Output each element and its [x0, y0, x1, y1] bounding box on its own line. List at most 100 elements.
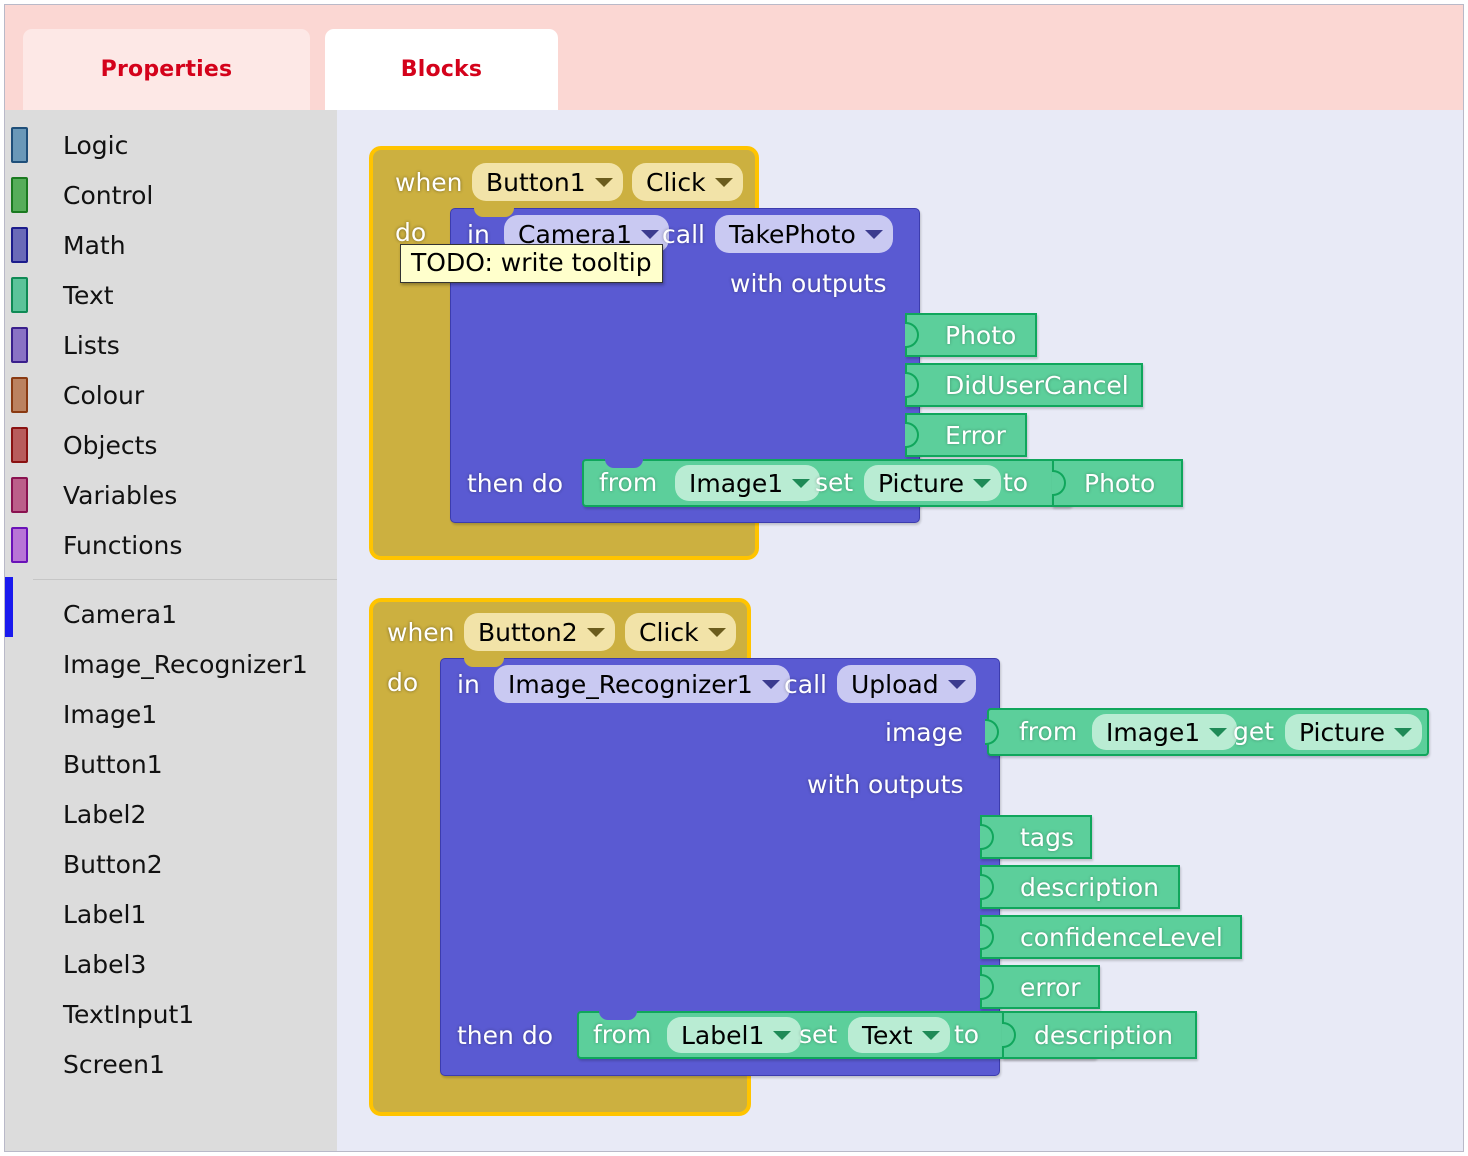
- output-plug-error[interactable]: Error: [905, 413, 1027, 457]
- setter-property-dropdown[interactable]: Picture: [864, 465, 1001, 501]
- palette-component-label: Label2: [63, 799, 147, 829]
- event-component-dropdown-2[interactable]: Button2: [464, 613, 615, 651]
- chevron-down-icon: [1393, 727, 1412, 737]
- do-label-2: do: [387, 668, 419, 697]
- setter-source-dropdown-2[interactable]: Label1: [667, 1017, 802, 1053]
- setter-from-label-2: from: [593, 1020, 652, 1049]
- event-name-dropdown[interactable]: Click: [632, 163, 743, 201]
- tab-blocks[interactable]: Blocks: [325, 29, 558, 110]
- chevron-down-icon: [921, 1030, 940, 1040]
- palette-category-label: Colour: [63, 380, 145, 410]
- call-block-imagerecognizer1-upload[interactable]: [440, 658, 1000, 1076]
- palette-component-textinput1[interactable]: TextInput1: [5, 989, 337, 1039]
- palette-category-text[interactable]: Text: [5, 270, 337, 320]
- output-plug-confidencelevel[interactable]: confidenceLevel: [980, 915, 1242, 959]
- palette-component-label3[interactable]: Label3: [5, 939, 337, 989]
- blocks-workspace-canvas[interactable]: when Button1 Click do in Camera1 call Ta…: [337, 110, 1463, 1151]
- call-method-dropdown[interactable]: TakePhoto: [715, 215, 893, 253]
- blocks-editor-window: Properties Blocks Logic Control Math Tex…: [4, 4, 1464, 1152]
- category-color-swatch: [11, 227, 28, 263]
- output-plug-description[interactable]: description: [980, 865, 1180, 909]
- output-plug-photo[interactable]: Photo: [905, 313, 1037, 357]
- output-plug-error-2[interactable]: error: [980, 965, 1100, 1009]
- palette-category-colour[interactable]: Colour: [5, 370, 337, 420]
- palette-category-label: Objects: [63, 430, 158, 460]
- setter-property-dropdown-2[interactable]: Text: [848, 1017, 950, 1053]
- category-color-swatch: [11, 377, 28, 413]
- setter-from-label: from: [599, 468, 658, 497]
- chevron-down-icon: [594, 177, 613, 187]
- tab-properties-label: Properties: [100, 57, 233, 82]
- value-plug-description[interactable]: description: [1002, 1011, 1197, 1059]
- palette-component-button1[interactable]: Button1: [5, 739, 337, 789]
- output-plug-tags[interactable]: tags: [980, 815, 1092, 859]
- palette-component-label: Label1: [63, 899, 147, 929]
- palette-category-logic[interactable]: Logic: [5, 120, 337, 170]
- chevron-down-icon: [586, 627, 605, 637]
- when-label-2: when: [387, 618, 455, 647]
- in-label: in: [467, 220, 490, 249]
- event-name-value: Click: [646, 167, 706, 197]
- chevron-down-icon: [707, 627, 726, 637]
- then-do-label-2: then do: [457, 1021, 553, 1050]
- category-color-swatch: [11, 127, 28, 163]
- palette-divider: [33, 579, 337, 580]
- category-color-swatch: [11, 177, 28, 213]
- palette-category-functions[interactable]: Functions: [5, 520, 337, 570]
- getter-verb-label: get: [1233, 717, 1275, 746]
- value-plug-photo[interactable]: Photo: [1052, 459, 1183, 507]
- palette-category-variables[interactable]: Variables: [5, 470, 337, 520]
- tab-properties[interactable]: Properties: [23, 29, 310, 110]
- palette-component-label2[interactable]: Label2: [5, 789, 337, 839]
- blocks-palette-sidebar[interactable]: Logic Control Math Text Lists Colour Obj…: [5, 110, 337, 1151]
- palette-component-label: Image1: [63, 699, 158, 729]
- call-label: call: [662, 220, 705, 249]
- palette-category-lists[interactable]: Lists: [5, 320, 337, 370]
- palette-component-label: Image_Recognizer1: [63, 649, 308, 679]
- palette-category-math[interactable]: Math: [5, 220, 337, 270]
- event-component-value-2: Button2: [478, 617, 578, 647]
- chevron-down-icon: [761, 679, 780, 689]
- event-name-dropdown-2[interactable]: Click: [625, 613, 736, 651]
- palette-category-label: Control: [63, 180, 154, 210]
- tab-blocks-label: Blocks: [400, 57, 483, 82]
- chevron-down-icon: [1209, 727, 1228, 737]
- call-method-dropdown-2[interactable]: Upload: [837, 665, 976, 703]
- value-plug-label: Photo: [1084, 468, 1156, 498]
- chevron-down-icon: [773, 1030, 792, 1040]
- setter-source-dropdown[interactable]: Image1: [675, 465, 821, 501]
- palette-component-image-recognizer1[interactable]: Image_Recognizer1: [5, 639, 337, 689]
- puzzle-notch-icon: [980, 824, 994, 850]
- setter-verb-label-2: set: [799, 1020, 838, 1049]
- palette-component-camera1[interactable]: Camera1: [5, 577, 337, 639]
- palette-component-button2[interactable]: Button2: [5, 839, 337, 889]
- chevron-down-icon: [792, 478, 811, 488]
- palette-category-objects[interactable]: Objects: [5, 420, 337, 470]
- palette-component-screen1[interactable]: Screen1: [5, 1039, 337, 1089]
- setter-top-notch: [605, 457, 643, 468]
- block-connector-notch: [474, 206, 514, 217]
- chevron-down-icon: [714, 177, 733, 187]
- palette-category-control[interactable]: Control: [5, 170, 337, 220]
- getter-source-value: Image1: [1106, 717, 1201, 747]
- output-plug-label: error: [1020, 972, 1081, 1002]
- palette-category-label: Logic: [63, 130, 129, 160]
- getter-source-dropdown[interactable]: Image1: [1092, 714, 1238, 750]
- category-color-swatch: [11, 477, 28, 513]
- palette-component-label1[interactable]: Label1: [5, 889, 337, 939]
- setter-to-label-2: to: [954, 1020, 980, 1049]
- getter-property-dropdown[interactable]: Picture: [1285, 714, 1422, 750]
- with-outputs-label-2: with outputs: [807, 770, 964, 799]
- category-color-swatch: [11, 527, 28, 563]
- output-plug-label: confidenceLevel: [1020, 922, 1223, 952]
- when-label: when: [395, 168, 463, 197]
- setter-to-label: to: [1003, 468, 1029, 497]
- palette-component-image1[interactable]: Image1: [5, 689, 337, 739]
- call-target-dropdown-2[interactable]: Image_Recognizer1: [494, 665, 790, 703]
- setter-source-value-2: Label1: [681, 1020, 765, 1050]
- output-plug-label: Photo: [945, 320, 1017, 350]
- category-color-swatch: [11, 277, 28, 313]
- output-plug-diduseranc[interactable]: DidUserCancel: [905, 363, 1143, 407]
- event-component-dropdown[interactable]: Button1: [472, 163, 623, 201]
- call-method-value-2: Upload: [851, 669, 939, 699]
